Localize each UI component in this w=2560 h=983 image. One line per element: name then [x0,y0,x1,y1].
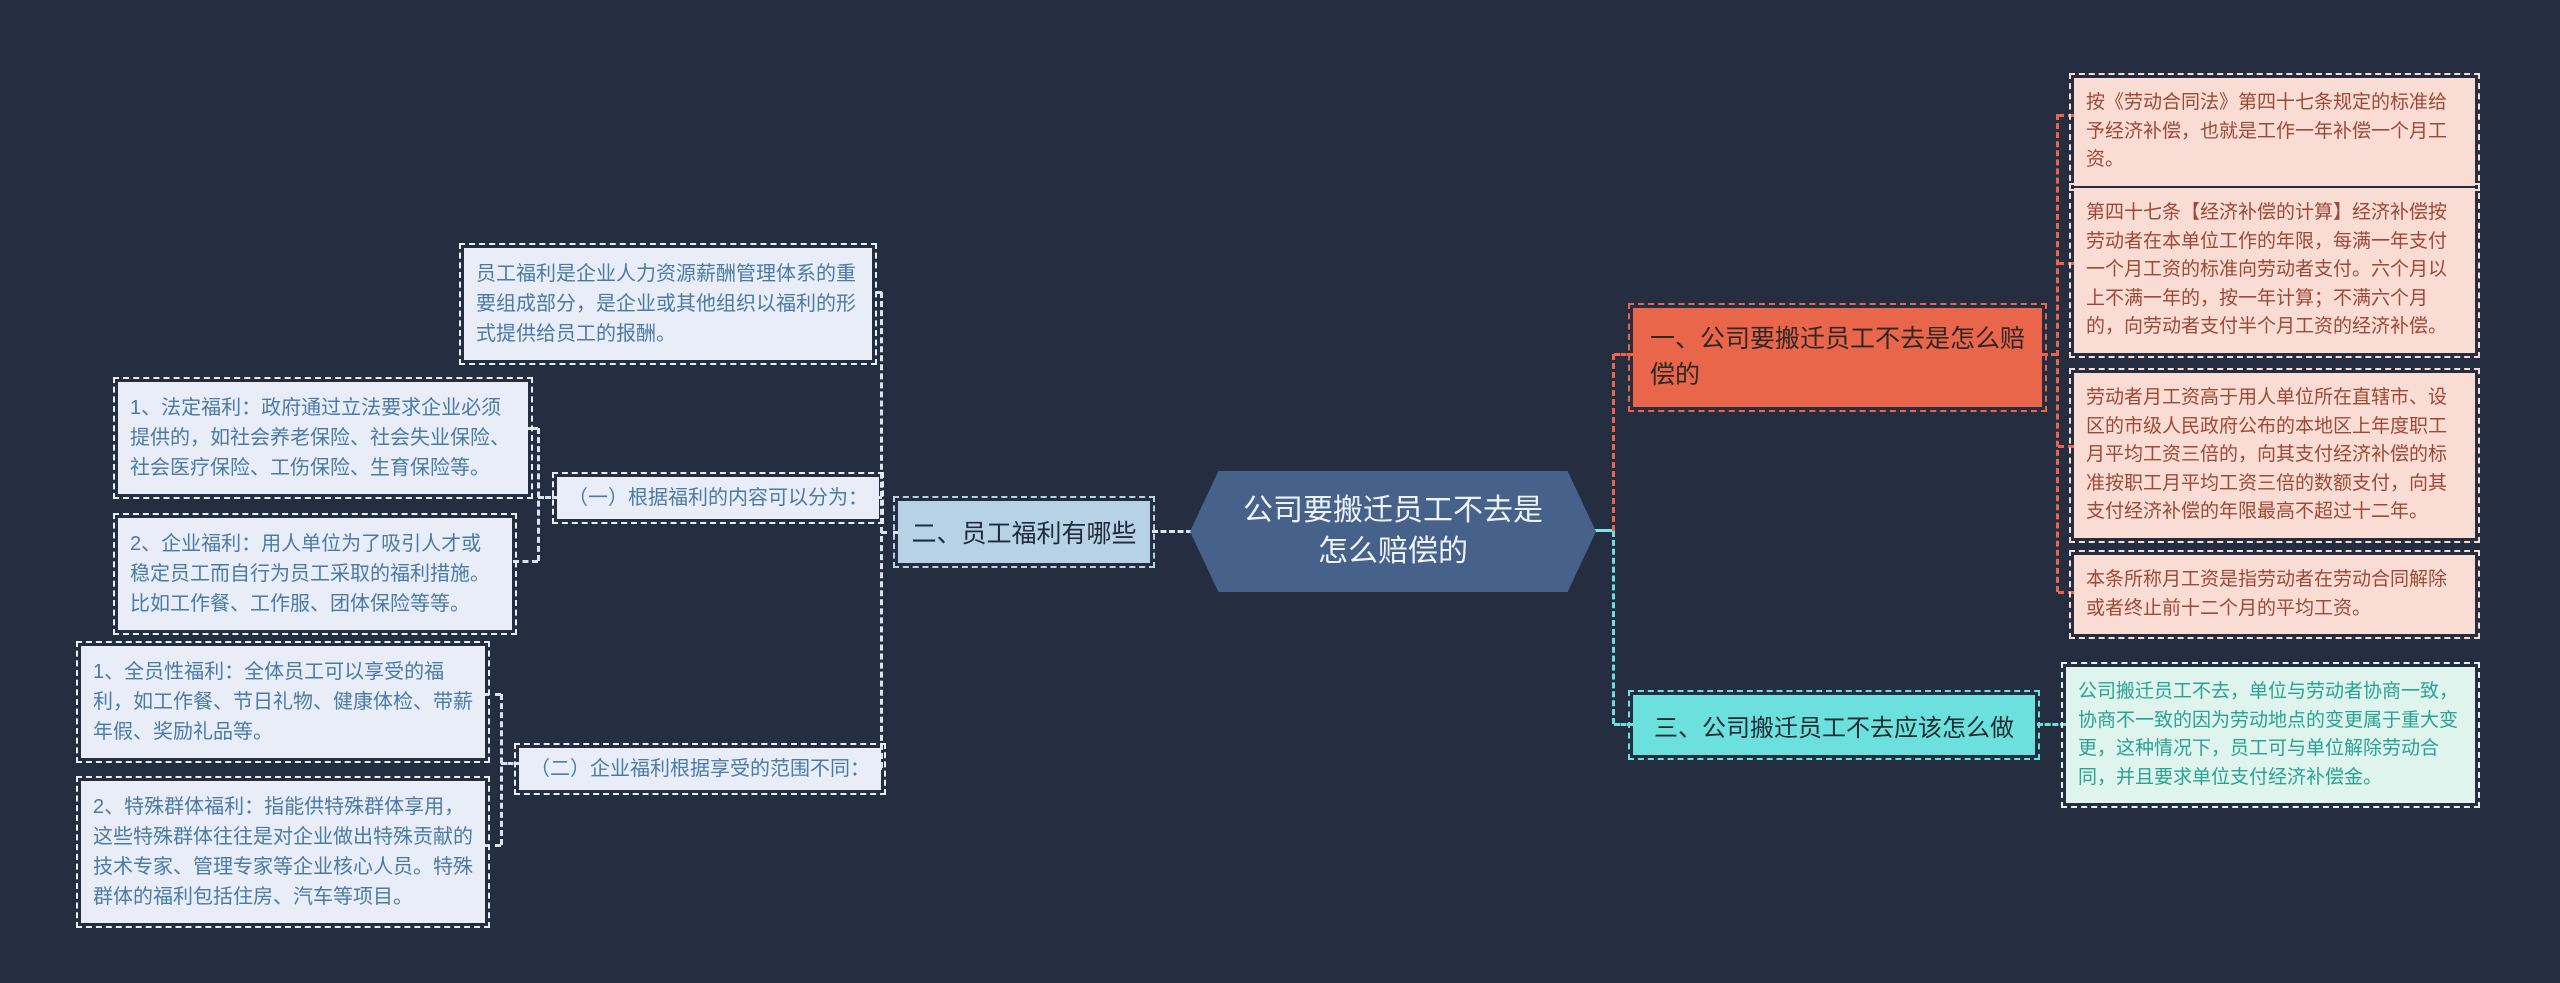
connector-line [2058,114,2074,117]
label-group-by-content[interactable]: （一）根据福利的内容可以分为： [552,472,884,524]
branch-node-what-to-do[interactable]: 三、公司搬迁员工不去应该怎么做 [1628,690,2040,760]
connector-line [2042,353,2057,356]
note-article-47-calculation[interactable]: 第四十七条【经济补偿的计算】经济补偿按劳动者在本单位工作的年限，每满一年支付一个… [2069,183,2480,358]
connector-line [2058,262,2074,265]
branch-node-welfare-types[interactable]: 二、员工福利有哪些 [893,496,1155,568]
note-company-welfare[interactable]: 2、企业福利：用人单位为了吸引人才或稳定员工而自行为员工采取的福利措施。比如工作… [113,513,517,635]
connector-line [1612,354,1615,531]
note-monthly-wage-definition[interactable]: 本条所称月工资是指劳动者在劳动合同解除或者终止前十二个月的平均工资。 [2069,550,2480,639]
branch-node-relocation-compensation[interactable]: 一、公司要搬迁员工不去是怎么赔偿的 [1628,303,2047,412]
central-topic-node[interactable]: 公司要搬迁员工不去是怎么赔偿的 [1190,471,1596,592]
connector-line [881,531,899,534]
connector-line [2058,591,2074,594]
connector-line [513,560,538,563]
note-triple-wage-cap[interactable]: 劳动者月工资高于用人单位所在直辖市、设区的市级人民政府公布的本地区上年度职工月平… [2069,368,2480,543]
connector-line [518,427,538,430]
connector-line [2056,114,2059,592]
connector-line [1614,723,1633,726]
label-group-by-scope[interactable]: （二）企业福利根据享受的范围不同： [514,743,886,795]
note-welfare-definition[interactable]: 员工福利是企业人力资源薪酬管理体系的重要组成部分，是企业或其他组织以福利的形式提… [459,243,877,365]
note-negotiation-result[interactable]: 公司搬迁员工不去，单位与劳动者协商一致，协商不一致的因为劳动地点的变更属于重大变… [2061,662,2480,808]
connector-line [483,844,501,847]
connector-line [538,496,558,499]
connector-line [500,694,503,845]
note-special-group-welfare[interactable]: 2、特殊群体福利：指能供特殊群体享用，这些特殊群体往往是对企业做出特殊贡献的技术… [76,776,490,928]
connector-line [2037,723,2066,726]
connector-line [501,762,520,765]
connector-line [537,428,540,561]
note-statutory-welfare[interactable]: 1、法定福利：政府通过立法要求企业必须提供的，如社会养老保险、社会失业保险、社会… [113,377,533,499]
connector-line [1152,530,1192,533]
note-all-staff-welfare[interactable]: 1、全员性福利：全体员工可以享受的福利，如工作餐、节日礼物、健康体检、带薪年假、… [76,641,490,763]
connector-line [1614,353,1633,356]
connector-line [1612,531,1615,724]
connector-line [1593,529,1614,532]
connector-line [864,291,882,294]
connector-line [483,693,501,696]
connector-line [880,292,883,768]
connector-line [2058,445,2074,448]
note-labor-contract-law[interactable]: 按《劳动合同法》第四十七条规定的标准给予经济补偿，也就是工作一年补偿一个月工资。 [2069,73,2480,191]
